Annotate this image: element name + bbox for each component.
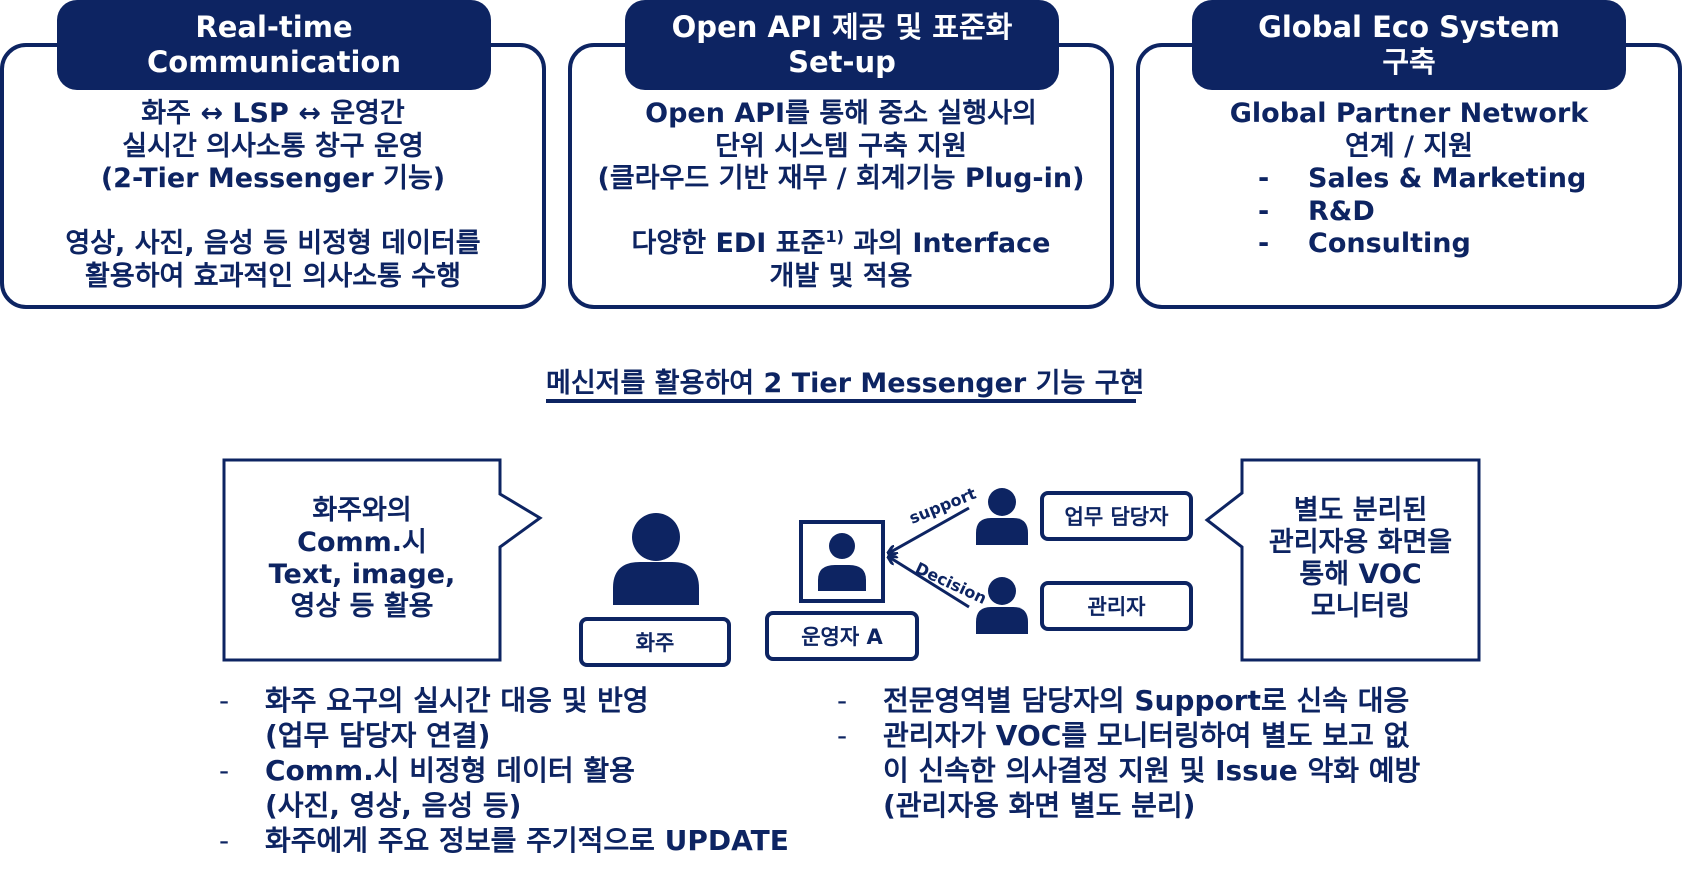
list-dash: -	[837, 684, 848, 717]
list-dash: -	[219, 684, 230, 717]
card-body-line: Global Partner Network	[1229, 98, 1589, 129]
callout-line: Comm.시	[297, 527, 427, 558]
bullet-text: R&D	[1308, 195, 1375, 227]
heading-underline	[546, 399, 1136, 403]
list-item-cont: (사진, 영상, 음성 등)	[265, 789, 522, 822]
callout-line: 화주와의	[312, 495, 412, 526]
callout-line: Text, image,	[268, 559, 456, 590]
card-open-api-header: Open API 제공 및 표준화 Set-up	[625, 0, 1059, 90]
section-heading: 메신저를 활용하여 2 Tier Messenger 기능 구현	[546, 368, 1145, 399]
list-item: - 화주 요구의 실시간 대응 및 반영	[219, 683, 789, 718]
list-item-cont: (관리자용 화면 별도 분리)	[883, 789, 1196, 822]
manager-label: 관리자	[1040, 581, 1193, 631]
card-body-line: (클라우드 기반 재무 / 회계기능 Plug-in)	[597, 163, 1085, 194]
card-body-line: 실시간 의사소통 창구 운영	[122, 130, 424, 162]
shipper-label: 화주	[579, 617, 731, 667]
bottom-right-list: - 전문영역별 담당자의 Support로 신속 대응 - 관리자가 VOC를 모니…	[837, 683, 1420, 823]
list-item-cont: 이 신속한 의사결정 지원 및 Issue 악화 예방	[883, 754, 1421, 787]
list-text: Comm.시 비정형 데이터 활용	[265, 754, 635, 787]
card-body-line-edi: 다양한 EDI 표준1) 과의 Interface	[568, 228, 1114, 261]
support-arrow	[889, 506, 970, 553]
shipper-person-icon	[613, 513, 699, 605]
card-title-line: Set-up	[788, 45, 896, 79]
callout-line: 관리자용 화면을	[1268, 527, 1453, 558]
bullet-dash: -	[1258, 228, 1270, 259]
bullet-item: - R&D	[1258, 196, 1586, 229]
decision-label: Decision	[912, 558, 989, 608]
card-title-line: Real-time	[195, 10, 353, 44]
edi-text: 다양한 EDI 표준	[631, 228, 826, 259]
card-realtime-body: 화주 ↔ LSP ↔ 운영간 실시간 의사소통 창구 운영 (2-Tier Me…	[0, 98, 546, 293]
card-global-eco-body: Global Partner Network 연계 / 지원	[1136, 98, 1682, 163]
card-global-eco-bullets: - Sales & Marketing - R&D - Consulting	[1258, 163, 1586, 261]
card-body-line: 활용하여 효과적인 의사소통 수행	[85, 260, 461, 292]
staff-person-icon	[976, 488, 1028, 545]
callout-line: 별도 분리된	[1293, 495, 1428, 526]
card-body-line: 연계 / 지원	[1344, 130, 1474, 162]
card-open-api-body: Open API를 통해 중소 실행사의 단위 시스템 구축 지원 (클라우드 …	[568, 98, 1114, 293]
list-item: - 화주에게 주요 정보를 주기적으로 UPDATE	[219, 823, 789, 858]
list-text: 화주에게 주요 정보를 주기적으로 UPDATE	[265, 824, 789, 857]
bullet-item: - Sales & Marketing	[1258, 163, 1586, 196]
card-title-line: Communication	[146, 45, 401, 79]
bullet-dash: -	[1258, 195, 1270, 227]
card-body-line: (2-Tier Messenger 기능)	[100, 163, 446, 194]
decision-arrow	[889, 557, 970, 609]
callout-line: 모니터링	[1310, 591, 1411, 622]
bullet-dash: -	[1258, 163, 1270, 194]
list-dash: -	[219, 754, 230, 787]
list-text: 관리자가 VOC를 모니터링하여 별도 보고 없	[883, 719, 1410, 752]
bullet-item: - Consulting	[1258, 228, 1586, 261]
staff-label: 업무 담당자	[1040, 491, 1193, 541]
card-global-eco-header: Global Eco System 구축	[1192, 0, 1626, 90]
operator-label: 운영자 A	[765, 611, 919, 661]
card-body-line: 개발 및 적용	[769, 260, 913, 292]
bottom-left-list: - 화주 요구의 실시간 대응 및 반영 (업무 담당자 연결) - Comm.시 …	[219, 683, 789, 858]
edi-text-post: 과의 Interface	[843, 228, 1051, 259]
bullet-text: Sales & Marketing	[1308, 163, 1587, 194]
left-speech-callout	[222, 458, 543, 662]
list-item: - Comm.시 비정형 데이터 활용	[219, 753, 789, 788]
list-text: 전문영역별 담당자의 Support로 신속 대응	[883, 684, 1410, 717]
list-text: 화주 요구의 실시간 대응 및 반영	[265, 684, 649, 717]
list-dash: -	[837, 719, 848, 752]
operator-monitor-icon	[799, 520, 885, 603]
card-realtime-header: Real-time Communication	[57, 0, 491, 90]
card-body-line: Open API를 통해 중소 실행사의	[645, 98, 1037, 129]
card-title-line: 구축	[1382, 45, 1436, 79]
manager-person-icon	[976, 577, 1028, 634]
callout-line: 통해 VOC	[1299, 559, 1422, 590]
list-item: - 전문영역별 담당자의 Support로 신속 대응	[837, 683, 1420, 718]
right-speech-callout	[1204, 458, 1481, 662]
card-title-line: Global Eco System	[1258, 10, 1560, 44]
list-item-cont: (업무 담당자 연결)	[265, 719, 491, 752]
card-body-line: 단위 시스템 구축 지원	[715, 130, 967, 162]
left-callout-text: 화주와의 Comm.시 Text, image, 영상 등 활용	[224, 495, 500, 623]
card-body-line: 영상, 사진, 음성 등 비정형 데이터를	[65, 228, 481, 259]
list-dash: -	[219, 824, 230, 857]
card-body-line: 화주 ↔ LSP ↔ 운영간	[141, 98, 405, 129]
footnote-marker: 1)	[825, 227, 844, 246]
list-item: - 관리자가 VOC를 모니터링하여 별도 보고 없	[837, 718, 1420, 753]
bullet-text: Consulting	[1308, 228, 1471, 259]
card-title-line: Open API 제공 및 표준화	[671, 10, 1013, 44]
callout-line: 영상 등 활용	[290, 591, 434, 622]
right-callout-text: 별도 분리된 관리자용 화면을 통해 VOC 모니터링	[1242, 495, 1479, 623]
